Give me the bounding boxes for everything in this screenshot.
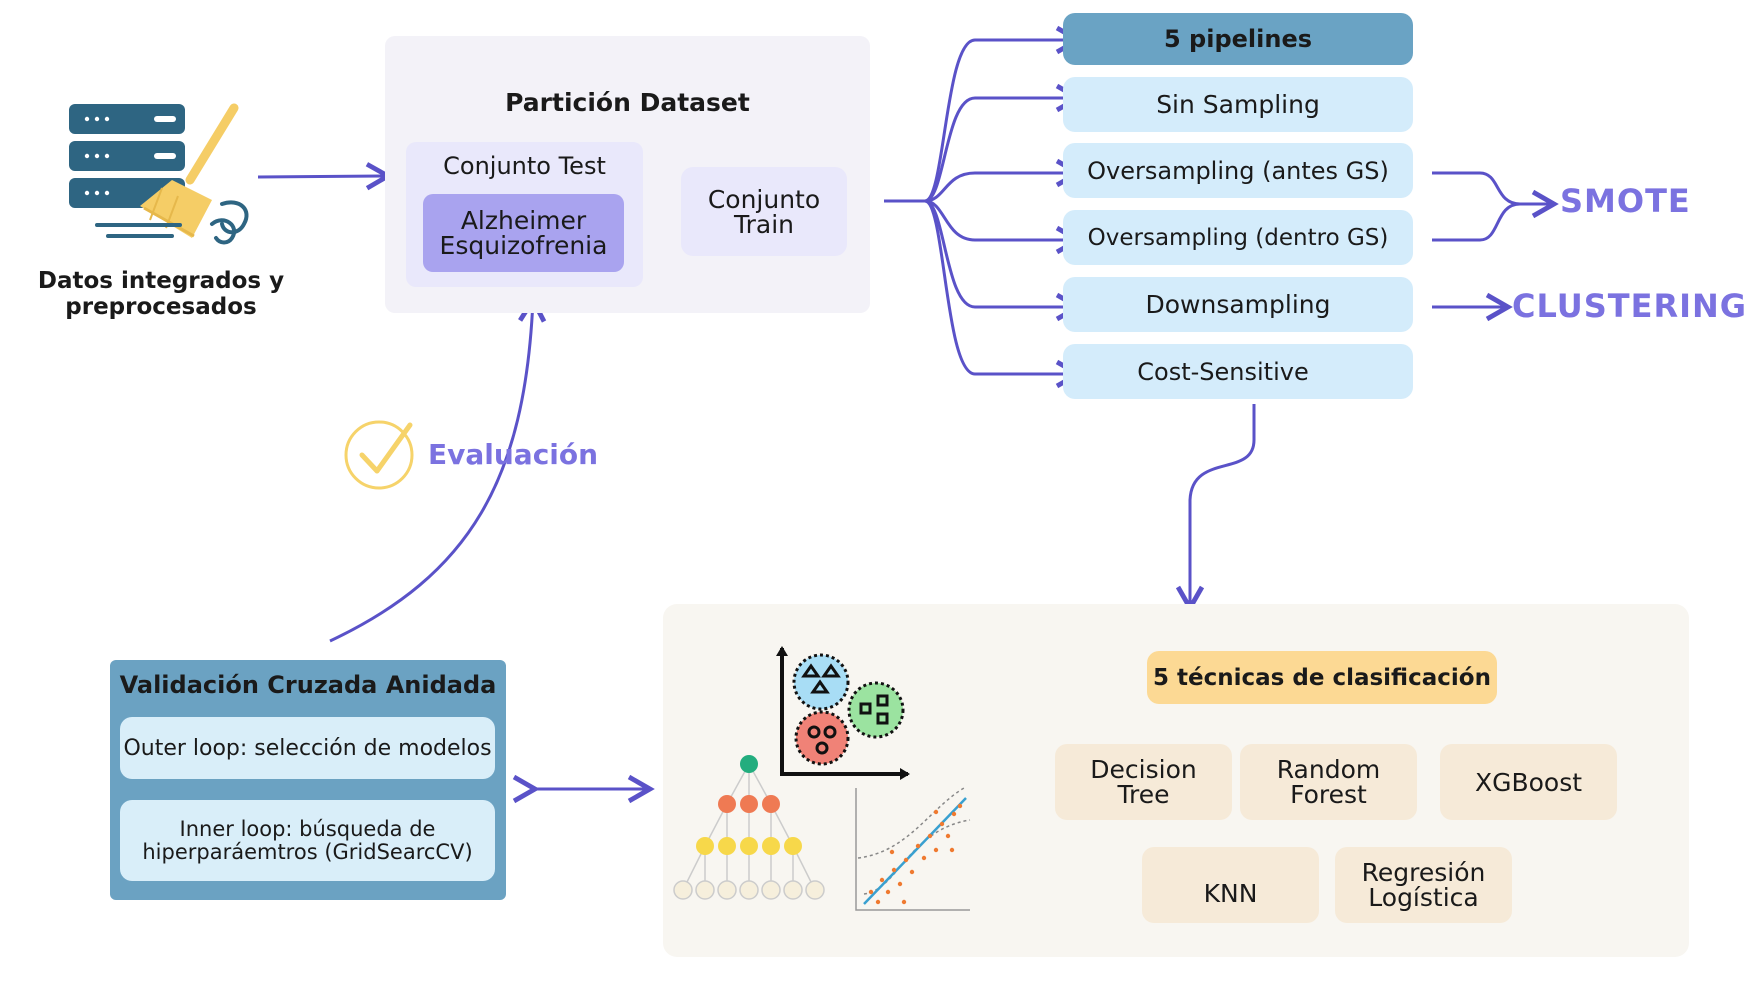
train-set-box: Conjunto Train [681, 167, 847, 256]
ncv-outer-loop: Outer loop: selección de modelos [120, 717, 495, 779]
technique-random-forest: Random Forest [1240, 744, 1417, 820]
technique-logistic-regression: Regresión Logística [1335, 847, 1512, 923]
data-source-label: Datos integrados y preprocesados [37, 268, 285, 320]
evaluation-label: Evaluación [428, 438, 599, 471]
arrow-to-sin-sampling [924, 83, 1083, 203]
arrow-smote-top [1432, 171, 1521, 206]
arrow-to-oversampling-antes [924, 158, 1083, 203]
arrow-smote-bottom [1432, 202, 1521, 242]
classification-header: 5 técnicas de clasificación [1147, 651, 1497, 704]
arrow-data-to-partition [257, 162, 393, 191]
arrow-to-oversampling-dentro [924, 199, 1083, 255]
check-circle-icon [344, 420, 414, 490]
pipeline-sin-sampling: Sin Sampling [1063, 77, 1413, 132]
ncv-inner-loop: Inner loop: búsqueda de hiperparáemtros … [120, 800, 495, 881]
arrow-evaluation [329, 295, 547, 643]
ncv-title: Validación Cruzada Anidada [119, 671, 497, 699]
partition-title: Partición Dataset [505, 88, 750, 117]
database-broom-icon [69, 103, 249, 245]
arrow-to-pipelines-header [924, 25, 1083, 203]
technique-xgboost: XGBoost [1440, 744, 1617, 820]
technique-decision-tree: Decision Tree [1055, 744, 1232, 820]
pipeline-oversampling-dentro: Oversampling (dentro GS) [1063, 210, 1413, 265]
pipeline-downsampling: Downsampling [1063, 277, 1413, 332]
ml-illustration-icon [673, 646, 971, 911]
arrow-to-classification [1175, 404, 1256, 613]
test-set-label: Conjunto Test [443, 152, 606, 180]
test-set-classes: Alzheimer Esquizofrenia [423, 194, 624, 272]
smote-label: SMOTE [1560, 182, 1691, 220]
arrow-to-cost-sensitive [924, 199, 1083, 389]
pipeline-oversampling-antes: Oversampling (antes GS) [1063, 143, 1413, 198]
pipelines-header: 5 pipelines [1063, 13, 1413, 65]
pipeline-cost-sensitive: Cost-Sensitive [1063, 344, 1413, 399]
clustering-label: CLUSTERING [1512, 287, 1748, 325]
technique-knn: KNN [1142, 847, 1319, 923]
